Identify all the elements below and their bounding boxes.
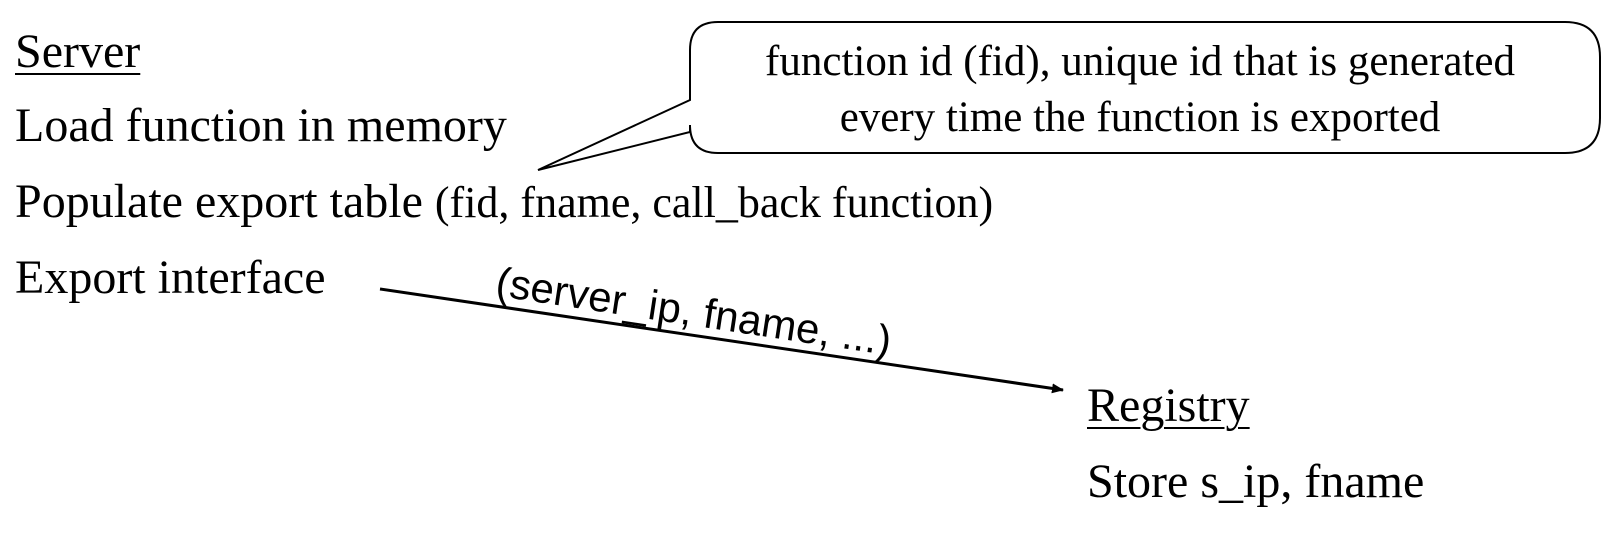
- server-step-load: Load function in memory: [15, 99, 507, 152]
- callout-line-1: function id (fid), unique id that is gen…: [765, 38, 1515, 85]
- registry-heading: Registry: [1087, 379, 1250, 432]
- server-step-export: Export interface: [15, 251, 326, 304]
- callout-line-2: every time the function is exported: [839, 94, 1441, 141]
- callout-text: function id (fid), unique id that is gen…: [690, 34, 1590, 146]
- server-step-populate-label: Populate export table: [15, 175, 423, 228]
- export-arrow: [379, 287, 1064, 394]
- registry-step-store: Store s_ip, fname: [1087, 455, 1425, 508]
- server-step-populate: Populate export table (fid, fname, call_…: [15, 178, 993, 226]
- server-heading: Server: [15, 25, 141, 78]
- export-table-fields: (fid, fname, call_back function): [434, 178, 994, 227]
- callout-bubble: [537, 21, 1601, 171]
